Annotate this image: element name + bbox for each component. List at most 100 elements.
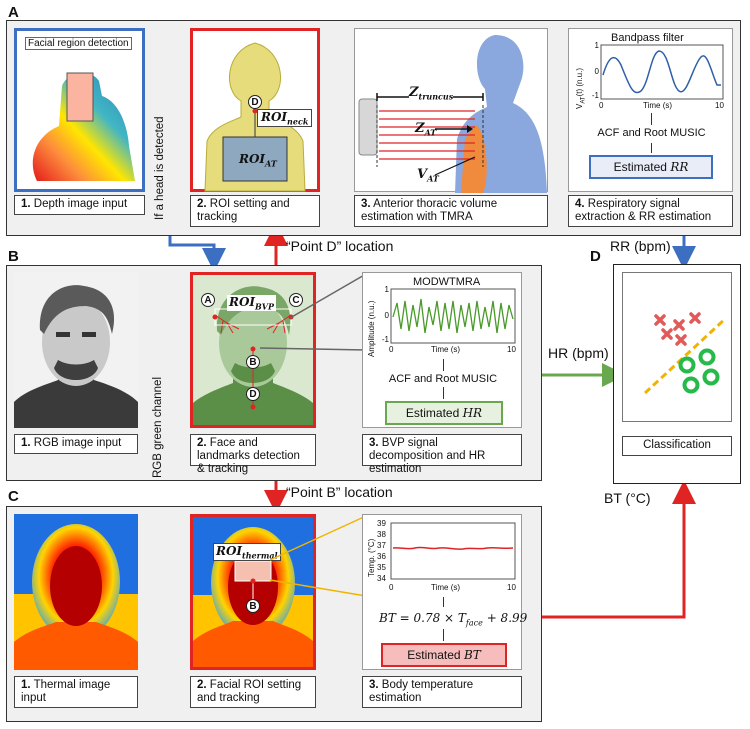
thermal-image-box — [14, 514, 138, 670]
step-number: 3. — [369, 437, 379, 449]
tick-x-0: 0 — [599, 101, 604, 110]
z-at-label: ZAT — [415, 121, 436, 138]
temperature-box: Temp. (°C) 39 38 37 36 35 34 0 10 Time (… — [362, 514, 527, 670]
rgb-face-image — [14, 272, 138, 428]
step-text: BVP signal decomposition and HR estimati… — [369, 437, 486, 475]
step-b2-caption: 2. Face and landmarks detection & tracki… — [190, 434, 316, 475]
rr-bpm-label: RR (bpm) — [610, 238, 671, 254]
tick-y-38: 38 — [377, 530, 386, 539]
step-text: Respiratory signal extraction & RR estim… — [575, 198, 712, 223]
flow-connector — [443, 629, 444, 641]
step-text: Facial ROI setting and tracking — [197, 679, 302, 704]
thermal-roi-box: ROIthermal B — [190, 514, 316, 670]
step-a1-caption: 1. Depth image input — [14, 195, 145, 215]
estimated-text: Estimated — [407, 648, 464, 662]
step-text: Anterior thoracic volume estimation with… — [361, 198, 498, 223]
tick-x-10: 10 — [507, 345, 516, 354]
panel-b-label: B — [8, 248, 19, 265]
step-text: Body temperature estimation — [369, 679, 474, 704]
step-b1-caption: 1. RGB image input — [14, 434, 138, 454]
flow-connector — [443, 597, 444, 607]
classification-caption: Classification — [622, 436, 732, 456]
step-number: 1. — [21, 679, 31, 691]
formula-text: BT = 0.78 × T — [379, 611, 466, 625]
roi-thermal-label: ROIthermal — [213, 543, 281, 562]
step-c2-caption: 2. Facial ROI setting and tracking — [190, 676, 316, 708]
bandpass-title: Bandpass filter — [611, 32, 684, 44]
step-text: RGB image input — [33, 437, 122, 449]
estimated-text: Estimated — [405, 406, 463, 420]
depth-map-image — [32, 72, 135, 181]
flow-connector — [651, 113, 652, 125]
xlabel: Time (s) — [431, 345, 461, 354]
roi-neck-text: ROI — [261, 110, 288, 124]
roi-thermal-sub: thermal — [242, 550, 278, 561]
step-text: Depth image input — [33, 198, 128, 210]
bt-formula: BT = 0.78 × Tface + 8.99 — [379, 611, 527, 627]
bt-label: BT (°C) — [604, 490, 651, 506]
landmarks-box: A C B D ROIBVP — [190, 272, 316, 428]
step-number: 1. — [21, 198, 31, 210]
z-at-sub: AT — [424, 127, 437, 138]
tick-x-10: 10 — [507, 583, 516, 592]
roi-neck-label: ROIneck — [257, 109, 313, 128]
formula-tail: + 8.99 — [482, 611, 528, 625]
estimated-var: HR — [462, 406, 483, 420]
hr-bpm-label: HR (bpm) — [548, 345, 609, 361]
z-at-text: Z — [415, 121, 425, 136]
rgb-image-box — [14, 272, 138, 428]
bvp-plot — [390, 288, 516, 344]
tick-y-1: 1 — [594, 41, 599, 50]
step-number: 1. — [21, 437, 31, 449]
bandpass-plot — [600, 44, 724, 100]
roi-at-sub: AT — [265, 158, 277, 169]
marker-b: B — [246, 599, 260, 613]
estimated-rr-box: Estimated RR — [589, 155, 713, 179]
marker-d: D — [246, 387, 260, 401]
tick-y-34: 34 — [377, 574, 386, 583]
marker-a: A — [201, 293, 215, 307]
classification-plot — [622, 272, 732, 422]
step-a2-caption: 2. ROI setting and tracking — [190, 195, 320, 227]
panel-c-label: C — [8, 488, 19, 505]
formula-sub: face — [465, 618, 483, 628]
marker-d: D — [248, 95, 262, 109]
step-text: Thermal image input — [21, 679, 111, 704]
roi-bvp-sub: BVP — [255, 301, 275, 312]
estimated-var: RR — [670, 160, 689, 174]
roi-neck-sub: neck — [287, 116, 309, 127]
z-truncus-text: Z — [409, 85, 419, 100]
step-number: 3. — [369, 679, 379, 691]
step-a3-caption: 3. Anterior thoracic volume estimation w… — [354, 195, 548, 227]
tick-x-0: 0 — [389, 583, 394, 592]
xlabel: Time (s) — [431, 583, 461, 592]
method-label: ACF and Root MUSIC — [597, 127, 706, 139]
z-truncus-label: Ztruncus — [409, 85, 454, 102]
flow-connector — [651, 143, 652, 153]
bt-arrow — [522, 480, 696, 619]
step-c1-caption: 1. Thermal image input — [14, 676, 138, 708]
tmra-box: Ztruncus ZAT VAT — [354, 28, 548, 193]
bvp-box: MODWTMRA Amplitude (n.u.) 1 0 -1 0 10 Ti… — [362, 272, 522, 428]
flow-connector — [443, 387, 444, 399]
method-label: ACF and Root MUSIC — [388, 373, 498, 385]
roi-at-label: ROIAT — [239, 152, 277, 168]
depth-image-box: Facial region detection — [14, 28, 145, 192]
estimated-text: Estimated — [613, 160, 671, 174]
point-b-location-label: “Point B” location — [286, 484, 393, 500]
tick-y-1: 1 — [384, 285, 389, 294]
respiratory-box: Bandpass filter VAT(t) (n.u.) 1 0 -1 0 1… — [568, 28, 733, 192]
temp-ylabel: Temp. (°C) — [367, 538, 376, 577]
tick-y-neg1: -1 — [381, 335, 389, 344]
marker-c: C — [289, 293, 303, 307]
facial-region-detection-title: Facial region detection — [25, 37, 132, 50]
classification-scatter — [643, 312, 727, 395]
v-at-sub: AT — [427, 173, 439, 184]
step-c3-caption: 3. Body temperature estimation — [362, 676, 522, 708]
roi-bvp-text: ROI — [229, 295, 256, 309]
v-at-label: VAT — [417, 167, 439, 184]
step-b3-caption: 3. BVP signal decomposition and HR estim… — [362, 434, 522, 475]
roi-at-text: ROI — [239, 152, 266, 166]
